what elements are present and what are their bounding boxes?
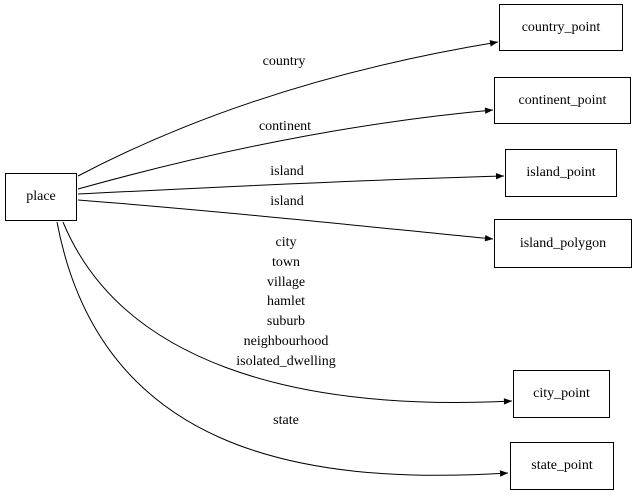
node-continent-point: continent_point — [494, 77, 631, 124]
edge-label-continent: continent — [258, 119, 312, 134]
node-city-point: city_point — [513, 370, 610, 418]
edge-place-island-point — [77, 173, 505, 195]
edge-label-island-point: island — [270, 164, 304, 179]
node-city-point-label: city_point — [533, 386, 590, 401]
node-state-point-label: state_point — [531, 458, 593, 473]
node-place: place — [5, 173, 77, 221]
edge-place-island-polygon — [77, 199, 494, 242]
edge-place-state-point — [56, 221, 509, 477]
node-country-point-label: country_point — [521, 19, 601, 35]
edge-place-continent-point — [77, 107, 494, 190]
node-continent-point-label: continent_point — [518, 92, 607, 108]
node-island-point-label: island_point — [526, 165, 596, 180]
edge-label-city-point: city town village hamlet suburb neighbou… — [236, 235, 336, 369]
edge-label-state-point: state — [273, 413, 299, 428]
node-state-point: state_point — [510, 442, 614, 490]
edge-label-island-polygon: island — [270, 194, 304, 209]
edge-label-country: country — [262, 54, 306, 69]
node-country-point: country_point — [499, 4, 623, 51]
node-island-polygon: island_polygon — [494, 219, 632, 268]
node-island-point: island_point — [505, 149, 617, 197]
edge-place-country-point — [77, 40, 499, 177]
node-island-polygon-label: island_polygon — [519, 235, 607, 251]
node-place-label: place — [26, 189, 56, 204]
edge-place-city-point — [62, 221, 513, 405]
